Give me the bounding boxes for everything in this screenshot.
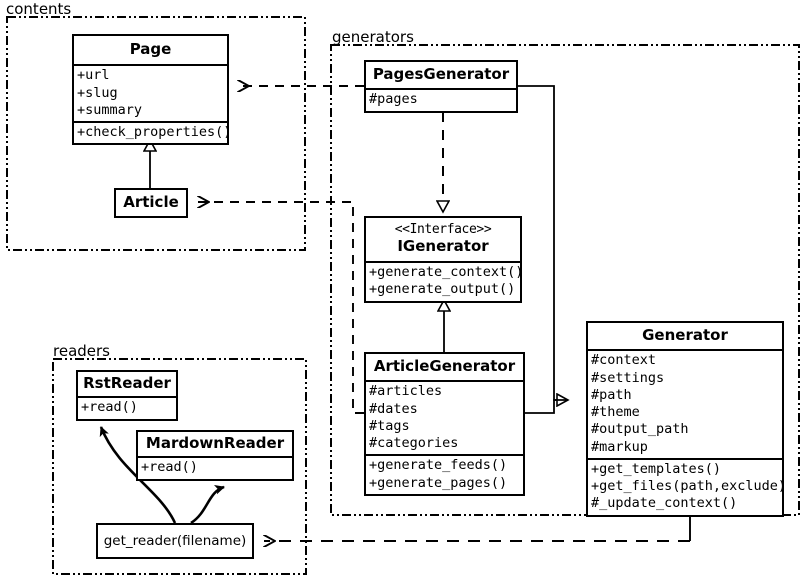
attribute-item: +summary: [77, 101, 143, 118]
method-item: +read(): [81, 399, 138, 416]
method-item: +generate_pages(): [369, 474, 508, 491]
class-methods-generator: +get_templates() +get_files(path,exclude…: [588, 457, 787, 515]
attribute-item: #path: [591, 386, 632, 403]
method-item: +check_properties(): [77, 124, 232, 141]
class-box-mardownreader[interactable]: MardownReader +read(): [136, 430, 294, 481]
attribute-item: #output_path: [591, 421, 689, 438]
method-item: +generate_feeds(): [369, 457, 508, 474]
attribute-item: +url: [77, 67, 110, 84]
class-methods-mardownreader: +read(): [138, 456, 292, 478]
relation-getreader-returns-mardownreader: [190, 485, 225, 525]
class-box-pagesgenerator[interactable]: PagesGenerator #pages: [364, 60, 518, 113]
class-name-page: Page: [129, 40, 172, 58]
class-box-rstreader[interactable]: RstReader +read(): [76, 370, 178, 421]
method-item: +generate_context(): [369, 264, 524, 281]
class-name-generator: Generator: [642, 326, 728, 344]
class-name-rstreader: RstReader: [83, 374, 171, 392]
attribute-item: #articles: [369, 383, 443, 400]
function-label-get-reader: get_reader(filename): [103, 533, 247, 549]
attribute-item: #context: [591, 352, 657, 369]
package-label-readers: readers: [53, 342, 110, 360]
relation-articlegenerator-extends-generator: [525, 399, 568, 414]
class-methods-igenerator: +generate_context() +generate_output(): [366, 261, 524, 301]
class-name-article: Article: [123, 193, 179, 211]
attribute-item: #settings: [591, 369, 665, 386]
class-name-mardownreader: MardownReader: [145, 434, 285, 452]
method-item: +get_templates(): [591, 460, 722, 477]
class-attributes-page: +url +slug +summary: [74, 64, 227, 121]
class-box-articlegenerator[interactable]: ArticleGenerator #articles #dates #tags …: [364, 352, 525, 496]
class-methods-page: +check_properties(): [74, 121, 232, 143]
package-label-generators: generators: [332, 28, 414, 46]
attribute-item: #theme: [591, 404, 640, 421]
method-item: +get_files(path,exclude): [591, 478, 787, 495]
function-box-get-reader[interactable]: get_reader(filename): [96, 523, 254, 559]
class-name-text-igenerator: IGenerator: [397, 236, 489, 255]
method-item: #_update_context(): [591, 495, 738, 512]
class-attributes-articlegenerator: #articles #dates #tags #categories: [366, 380, 523, 454]
attribute-item: #categories: [369, 435, 459, 452]
relation-articlegenerator-depends-article: [198, 202, 364, 414]
class-stereotype-igenerator: <<Interface>>: [394, 222, 492, 237]
class-box-page[interactable]: Page +url +slug +summary +check_properti…: [72, 34, 232, 146]
relation-pagesgenerator-extends-generator: [518, 85, 568, 400]
class-attributes-pagesgenerator: #pages: [366, 88, 516, 110]
class-name-pagesgenerator: PagesGenerator: [372, 65, 510, 83]
attribute-item: #tags: [369, 417, 410, 434]
method-item: +generate_output(): [369, 281, 516, 298]
attribute-item: #markup: [591, 438, 648, 455]
package-label-contents: contents: [6, 0, 72, 18]
method-item: +read(): [141, 459, 198, 476]
class-box-igenerator[interactable]: <<Interface>> IGenerator +generate_conte…: [364, 216, 524, 303]
class-attributes-generator: #context #settings #path #theme #output_…: [588, 349, 782, 458]
attribute-item: #dates: [369, 400, 418, 417]
attribute-item: #pages: [369, 91, 418, 108]
class-methods-articlegenerator: +generate_feeds() +generate_pages(): [366, 454, 523, 494]
class-name-articlegenerator: ArticleGenerator: [373, 357, 516, 375]
attribute-item: +slug: [77, 84, 118, 101]
class-methods-rstreader: +read(): [78, 396, 176, 418]
class-name-igenerator: <<Interface>> IGenerator: [366, 218, 520, 261]
class-box-generator[interactable]: Generator #context #settings #path #them…: [586, 321, 787, 517]
class-box-article[interactable]: Article: [114, 188, 188, 219]
